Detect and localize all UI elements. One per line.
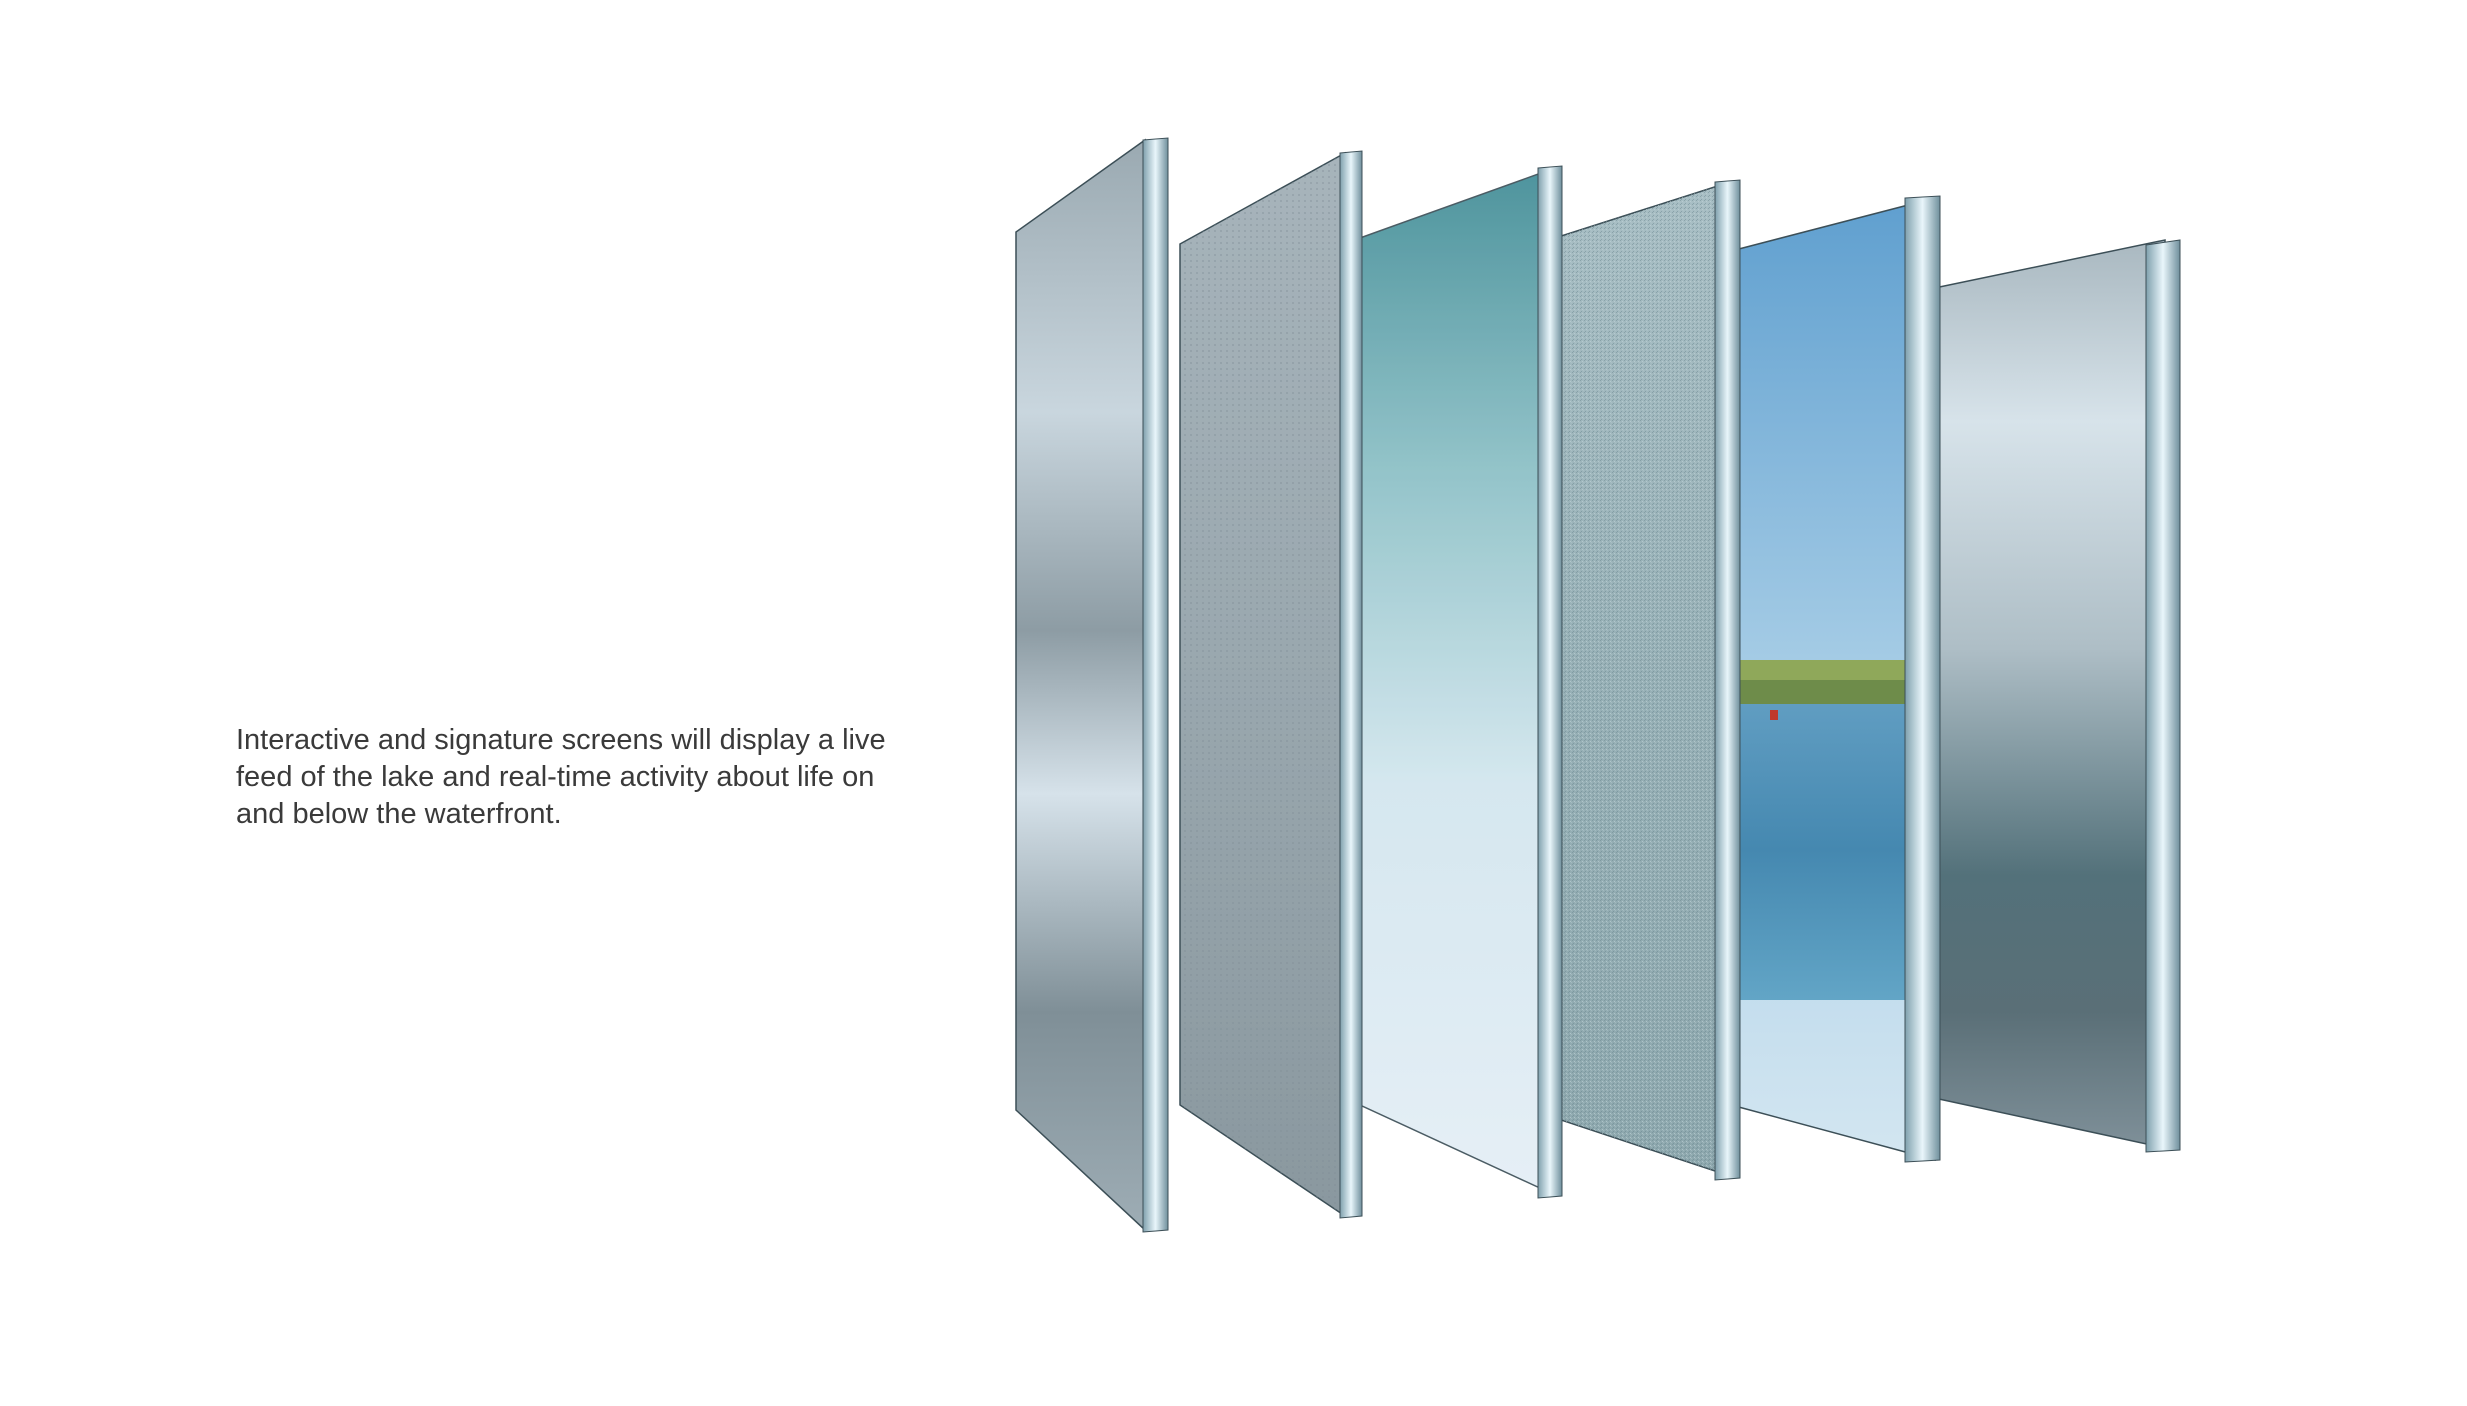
glass-panel-6 [1924,239,2181,1153]
glass-panel-4-frosted [1554,179,1741,1181]
description-text: Interactive and signature screens will d… [236,722,956,833]
glass-panel-2-patterned [1179,150,1363,1219]
description-line-2: feed of the lake and real-time activity … [236,761,875,793]
description-line-1: Interactive and signature screens will d… [236,724,886,756]
description-line-3: and below the waterfront. [236,798,562,830]
glass-panel-1-front [1015,137,1169,1233]
glass-panel-3-clear [1359,165,1563,1199]
